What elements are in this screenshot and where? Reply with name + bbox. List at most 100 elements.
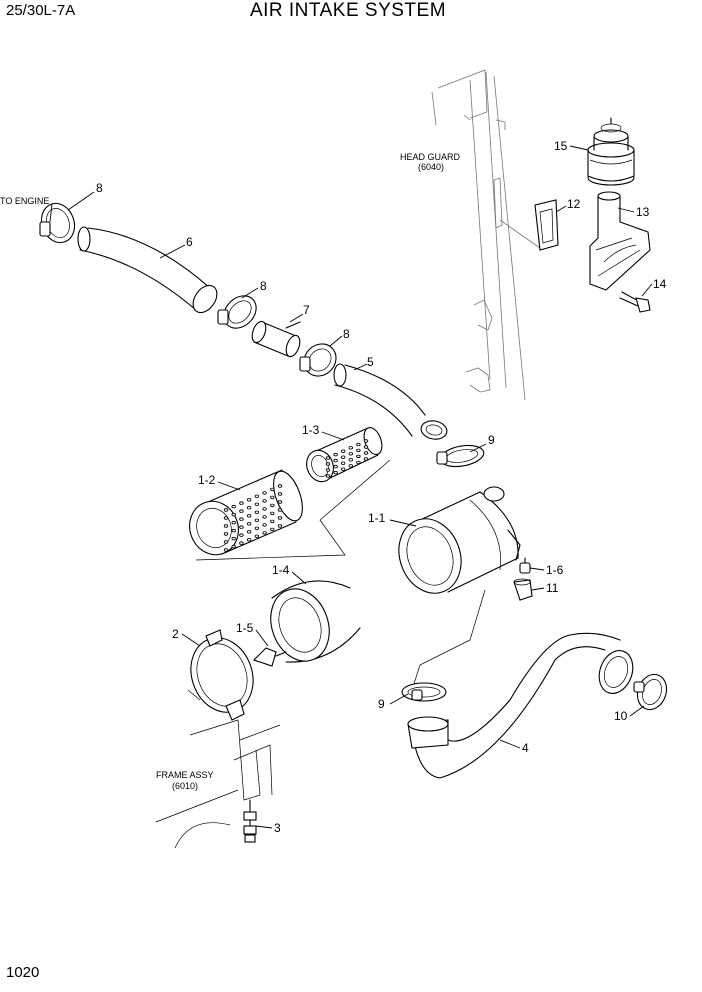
assembly-reference-lines — [195, 459, 486, 691]
perforation-dot — [325, 468, 331, 472]
perforation-dot — [341, 449, 346, 453]
callout-1-5: 1-5 — [236, 621, 254, 635]
perforation-dot — [356, 442, 361, 447]
callout-1-3: 1-3 — [302, 423, 320, 437]
perforation-dot — [325, 456, 331, 460]
perforation-dot — [363, 457, 369, 461]
part-9-clamp-a — [436, 444, 485, 468]
perforation-dot — [231, 536, 236, 541]
perforation-dot — [231, 512, 236, 517]
perforation-dot — [277, 492, 283, 496]
part-1-5-wing-nut — [252, 647, 287, 667]
perforation-dot — [223, 516, 229, 520]
part-1-6-dust-valve — [519, 557, 531, 574]
part-2-mounting-band — [187, 629, 254, 721]
head-guard-ref: (6040) — [418, 162, 444, 172]
part-15-rain-cap — [587, 117, 635, 186]
perforation-dot — [246, 538, 252, 542]
perforation-dot — [231, 504, 236, 509]
callout-5: 5 — [367, 355, 374, 369]
callout-4: 4 — [522, 741, 529, 755]
perforation-dot — [270, 527, 275, 532]
callout-1-2: 1-2 — [198, 473, 216, 487]
perforation-dot — [231, 528, 236, 533]
callout-8: 8 — [343, 327, 350, 341]
perforation-dot — [223, 532, 229, 536]
perforation-dot — [246, 506, 252, 510]
frame-assy-ref: (6010) — [172, 781, 198, 791]
perforation-dot — [356, 460, 361, 465]
perforation-dot — [254, 534, 260, 538]
filter-perforation-dots — [223, 439, 369, 552]
perforation-dot — [254, 502, 260, 506]
part-7-connector — [251, 320, 301, 358]
part-1-1-air-cleaner-housing — [398, 486, 521, 594]
callout-1-6: 1-6 — [546, 563, 564, 577]
part-5-elbow-hose — [333, 363, 448, 440]
perforation-dot — [333, 452, 338, 457]
perforation-dot — [223, 508, 229, 512]
perforation-dot — [325, 462, 331, 466]
frame-assy-note: FRAME ASSY — [156, 770, 214, 780]
perforation-dot — [333, 464, 338, 469]
perforation-dot — [363, 451, 369, 455]
perforation-dot — [262, 491, 267, 495]
part-8-clamp-b — [217, 295, 257, 329]
perforation-dot — [363, 445, 369, 449]
callout-2: 2 — [172, 627, 179, 641]
perforation-dot — [223, 524, 229, 528]
callout-9: 9 — [378, 697, 385, 711]
perforation-dot — [254, 510, 260, 514]
perforation-dot — [254, 526, 260, 530]
perforation-dot — [239, 517, 244, 521]
perforation-dot — [239, 525, 244, 529]
callout-1-1: 1-1 — [368, 511, 386, 525]
perforation-dot — [341, 461, 346, 465]
callout-1-4: 1-4 — [272, 563, 290, 577]
callout-15: 15 — [554, 139, 568, 153]
perforation-dot — [277, 484, 283, 488]
perforation-dot — [223, 548, 229, 552]
perforation-dot — [239, 509, 244, 513]
perforation-dot — [246, 514, 252, 518]
perforation-dot — [270, 511, 275, 516]
perforation-dot — [348, 464, 353, 468]
part-13-intake-pipe — [589, 191, 651, 291]
page-title: AIR INTAKE SYSTEM — [0, 0, 702, 22]
perforation-dot — [262, 499, 267, 503]
perforation-dot — [348, 446, 353, 450]
perforation-dot — [231, 544, 236, 549]
perforation-dot — [254, 494, 260, 498]
part-12-gasket — [534, 199, 559, 251]
perforation-dot — [270, 487, 275, 492]
page-title-text: AIR INTAKE SYSTEM — [249, 0, 447, 21]
part-10-clamp — [633, 673, 668, 711]
perforation-dot — [262, 523, 267, 527]
perforation-dot — [348, 452, 353, 456]
head-guard-note: HEAD GUARD — [400, 152, 461, 162]
part-3-bolt — [243, 799, 257, 843]
callout-9: 9 — [488, 433, 495, 447]
part-6-hose — [77, 226, 218, 314]
perforation-dot — [262, 531, 267, 535]
part-14-bolt — [619, 291, 651, 313]
perforation-dot — [341, 467, 346, 471]
model-number: 25/30L-7A — [6, 2, 76, 19]
part-1-3-safety-element — [306, 427, 383, 483]
perforation-dot — [356, 448, 361, 453]
part-1-4-cover — [270, 580, 361, 663]
perforation-dot — [262, 507, 267, 511]
perforation-dot — [333, 470, 338, 475]
perforation-dot — [239, 501, 244, 505]
callout-10: 10 — [614, 709, 628, 723]
page-number: 1020 — [6, 964, 40, 981]
callout-labels: 8 6 8 7 8 5 9 1-3 1-2 1-1 1-6 11 1-4 1-5… — [0, 139, 667, 835]
perforation-dot — [239, 533, 244, 537]
perforation-dot — [270, 495, 275, 500]
perforation-dot — [277, 516, 283, 520]
perforation-dot — [246, 498, 252, 502]
perforation-dot — [239, 541, 244, 545]
part-11-fitting — [513, 578, 533, 601]
perforation-dot — [356, 454, 361, 459]
